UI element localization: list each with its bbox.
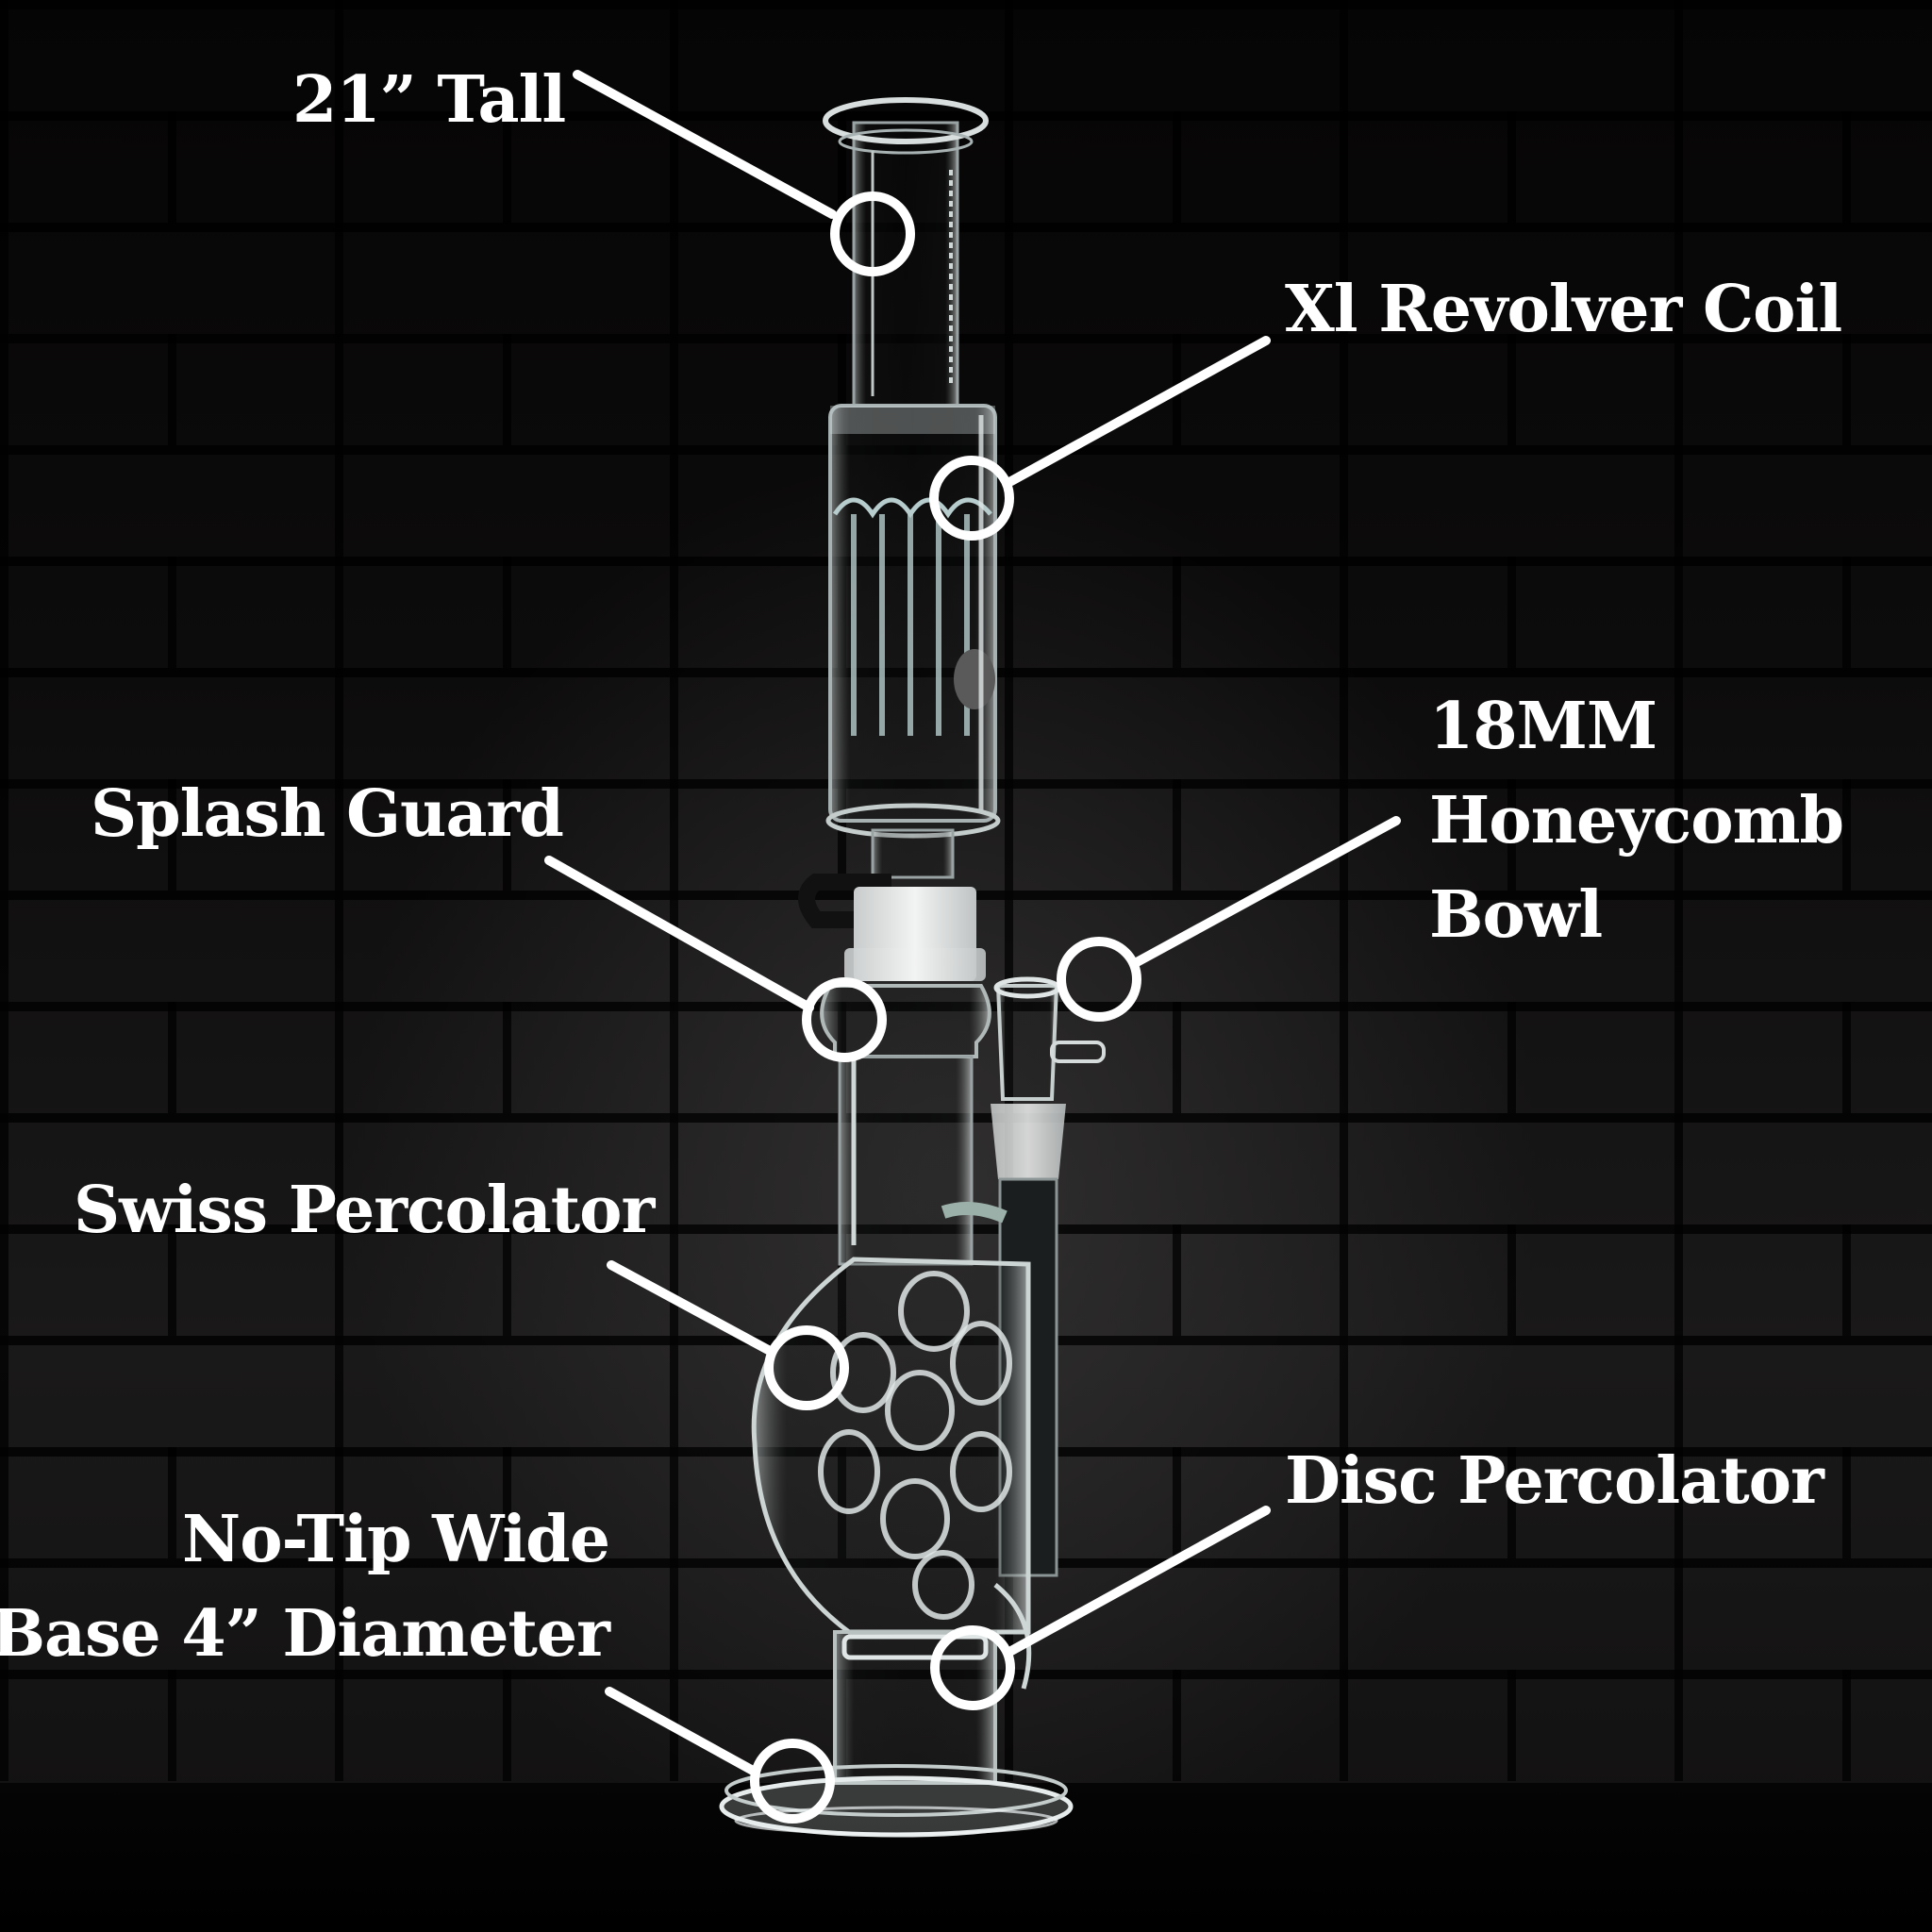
- label-splash-guard: Splash Guard: [91, 769, 564, 859]
- callout-disc-perc: [930, 1506, 1271, 1710]
- coil-chamber: [825, 404, 1001, 839]
- glass-joint-clip: [798, 828, 986, 981]
- label-bowl-line-2: Honeycomb: [1429, 783, 1844, 858]
- splash-guard-neck: [820, 984, 991, 1266]
- label-height-text: 21” Tall: [292, 62, 566, 138]
- label-swiss-perc-text: Swiss Percolator: [74, 1173, 655, 1248]
- wide-base: [719, 1764, 1074, 1838]
- callout-height: [573, 70, 915, 276]
- label-base-line-1: No-Tip Wide: [182, 1502, 610, 1577]
- label-bowl-line-3: Bowl: [1429, 877, 1603, 953]
- label-base: No-Tip Wide Base 4” Diameter: [0, 1492, 610, 1681]
- label-coil-text: Xl Revolver Coil: [1285, 272, 1842, 347]
- label-bowl: 18MM Honeycomb Bowl: [1429, 679, 1844, 962]
- label-swiss-perc: Swiss Percolator: [74, 1165, 655, 1256]
- label-base-line-2: Base 4” Diameter: [0, 1596, 610, 1672]
- label-splash-guard-text: Splash Guard: [91, 776, 564, 852]
- label-disc-perc: Disc Percolator: [1285, 1436, 1824, 1526]
- swiss-percolator-chamber: [751, 1257, 1031, 1635]
- label-bowl-line-1: 18MM: [1429, 689, 1657, 764]
- label-coil: Xl Revolver Coil: [1285, 264, 1842, 355]
- callout-base: [605, 1687, 835, 1824]
- callout-bowl: [1057, 816, 1401, 1022]
- label-height: 21” Tall: [292, 55, 566, 145]
- callout-coil: [929, 336, 1271, 541]
- callout-splash-guard: [544, 856, 887, 1062]
- label-disc-perc-text: Disc Percolator: [1285, 1443, 1824, 1519]
- callout-swiss-perc: [607, 1260, 849, 1410]
